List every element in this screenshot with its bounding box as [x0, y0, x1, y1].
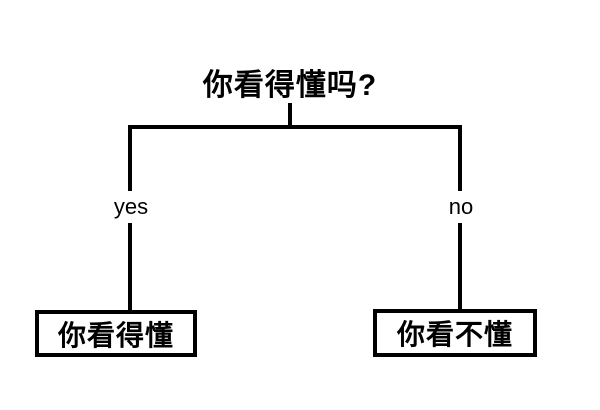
no-branch-label: no: [443, 191, 479, 224]
yes-branch-label: yes: [108, 191, 154, 224]
flowchart-title: 你看得懂吗?: [202, 69, 378, 102]
root-connector-line: [288, 103, 292, 129]
outcome-box-understand: 你看得懂: [35, 310, 197, 357]
outcome-understand-text: 你看得懂: [57, 319, 174, 351]
outcome-not-understand-text: 你看不懂: [396, 319, 513, 350]
branch-horizontal-line: [128, 125, 462, 129]
outcome-box-not-understand: 你看不懂: [373, 309, 537, 357]
